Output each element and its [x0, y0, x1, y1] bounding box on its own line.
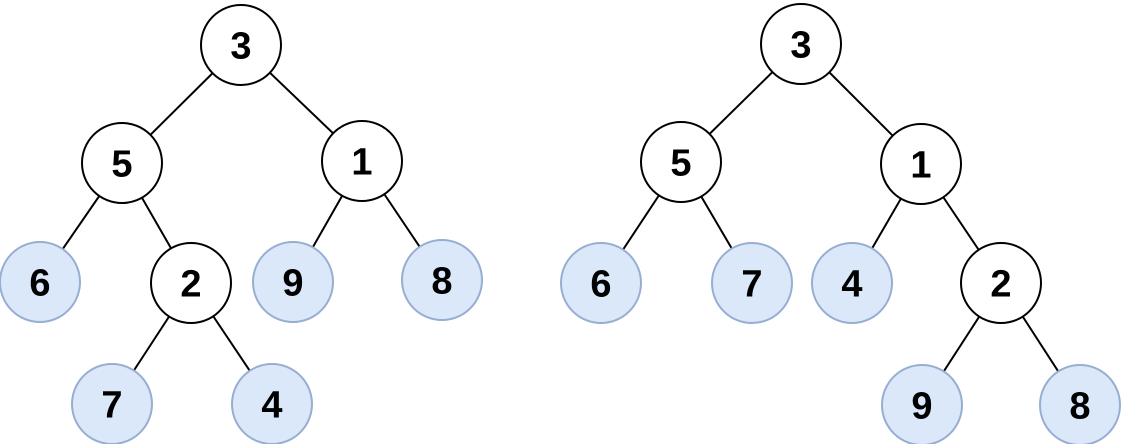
tree-node-label: 8 — [431, 261, 452, 303]
tree-node-label: 3 — [230, 26, 251, 68]
tree-1: 3 5 1 6 2 9 8 7 4 — [0, 4, 483, 444]
tree-node-label: 1 — [351, 142, 372, 184]
tree-node-7: 7 — [711, 242, 793, 324]
tree-node-8: 8 — [401, 239, 483, 321]
tree-node-8: 8 — [1039, 364, 1121, 444]
leaf-node-circle — [231, 363, 313, 444]
tree-node-label: 7 — [101, 385, 122, 427]
tree-node-label: 9 — [911, 386, 932, 428]
tree-node-label: 9 — [282, 263, 303, 305]
tree-node-6: 6 — [560, 242, 642, 324]
internal-node-circle — [81, 122, 163, 204]
tree-node-label: 6 — [29, 263, 50, 305]
tree-node-1: 1 — [880, 123, 962, 205]
leaf-node-circle — [252, 241, 334, 323]
internal-node-circle — [200, 4, 282, 86]
internal-node-circle — [760, 3, 842, 85]
internal-node-circle — [960, 242, 1042, 324]
tree-node-7: 7 — [71, 363, 153, 444]
tree-node-label: 4 — [841, 264, 862, 306]
tree-node-label: 4 — [261, 385, 282, 427]
tree-node-9: 9 — [252, 241, 334, 323]
tree-node-label: 6 — [590, 264, 611, 306]
internal-node-circle — [640, 121, 722, 203]
tree-node-6: 6 — [0, 241, 81, 323]
tree-node-1: 1 — [321, 120, 403, 202]
tree-node-9: 9 — [881, 364, 963, 444]
leaf-node-circle — [560, 242, 642, 324]
leaf-node-circle — [881, 364, 963, 444]
leaf-node-circle — [0, 241, 81, 323]
tree-node-label: 1 — [910, 145, 931, 187]
tree-2: 3 5 1 6 7 4 2 9 8 — [560, 3, 1121, 444]
internal-node-circle — [880, 123, 962, 205]
internal-node-circle — [150, 242, 232, 324]
tree-node-4: 4 — [811, 242, 893, 324]
tree-node-label: 8 — [1069, 386, 1090, 428]
leaf-node-circle — [1039, 364, 1121, 444]
tree-node-3: 3 — [760, 3, 842, 85]
tree-node-4: 4 — [231, 363, 313, 444]
leaf-node-circle — [711, 242, 793, 324]
tree-node-label: 5 — [111, 144, 132, 186]
tree-node-label: 3 — [790, 25, 811, 67]
leaf-node-circle — [401, 239, 483, 321]
tree-node-label: 7 — [741, 264, 762, 306]
leaf-node-circle — [811, 242, 893, 324]
tree-node-3: 3 — [200, 4, 282, 86]
tree-node-label: 5 — [670, 143, 691, 185]
tree-node-2: 2 — [150, 242, 232, 324]
tree-node-5: 5 — [640, 121, 722, 203]
tree-node-5: 5 — [81, 122, 163, 204]
internal-node-circle — [321, 120, 403, 202]
leaf-node-circle — [71, 363, 153, 444]
tree-node-2: 2 — [960, 242, 1042, 324]
tree-node-label: 2 — [990, 264, 1011, 306]
tree-node-label: 2 — [180, 264, 201, 306]
